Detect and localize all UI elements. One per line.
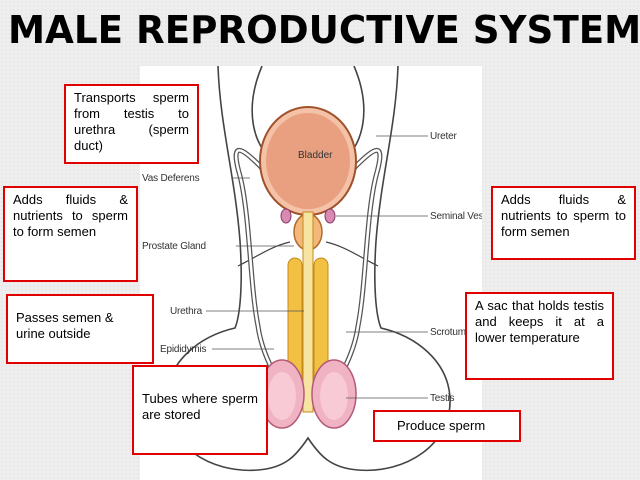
leader-lines	[206, 135, 428, 399]
urethra	[302, 211, 314, 413]
callout-epididymis: Tubes where sperm are stored	[132, 365, 268, 455]
callout-sperm-duct: Transports sperm from testis to urethra …	[64, 84, 199, 164]
seminal-vesicle-right	[324, 208, 336, 224]
seminal-vesicle-left	[280, 208, 292, 224]
body-outline	[165, 66, 451, 472]
label-prostate-gland: Prostate Gland	[142, 241, 206, 252]
callout-testis: Produce sperm	[373, 410, 521, 442]
callout-prostate: Adds fluids & nutrients to sperm to form…	[3, 186, 138, 282]
label-vas-deferens: Vas Deferens	[142, 173, 200, 184]
shaft-outline	[237, 241, 379, 267]
label-bladder: Bladder	[298, 150, 333, 161]
label-seminal-vesicle: Seminal Vesicle	[430, 211, 482, 222]
callout-urethra: Passes semen & urine outside	[6, 294, 154, 364]
callout-scrotum: A sac that holds testis and keeps it at …	[465, 292, 614, 380]
label-scrotum: Scrotum	[430, 327, 466, 338]
label-urethra: Urethra	[170, 306, 203, 317]
reproductive-system-diagram: Bladder Vas Deferens Ureter Seminal Vesi…	[142, 66, 482, 472]
label-testis: Testis	[430, 393, 455, 404]
label-epididymis: Epididymis	[160, 344, 207, 355]
label-ureter: Ureter	[430, 131, 457, 142]
callout-seminal-vesicle: Adds fluids & nutrients to sperm to form…	[491, 186, 636, 260]
page-title: MALE REPRODUCTIVE SYSTEM	[8, 8, 640, 52]
